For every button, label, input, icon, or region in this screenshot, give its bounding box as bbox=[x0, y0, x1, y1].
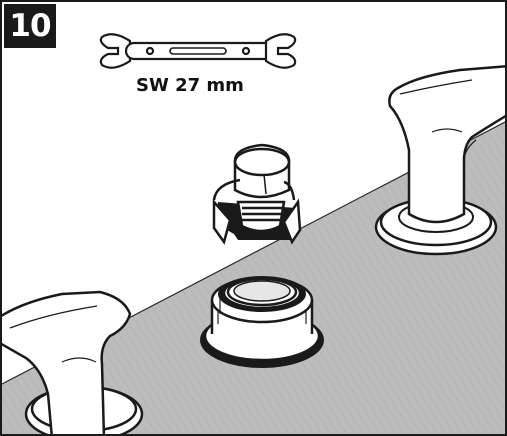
wrench-size-label: SW 27 mm bbox=[136, 75, 244, 96]
wrench-icon bbox=[99, 33, 297, 69]
plug-fitting bbox=[212, 143, 302, 245]
left-faucet bbox=[2, 290, 144, 434]
valve-socket bbox=[200, 276, 324, 368]
step-number-badge: 10 bbox=[4, 4, 56, 48]
right-faucet bbox=[374, 65, 505, 256]
